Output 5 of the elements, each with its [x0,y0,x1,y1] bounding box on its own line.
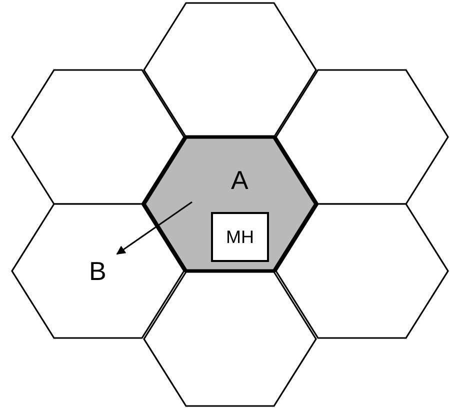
label-box [211,212,269,262]
cell-label: A [231,167,248,193]
cell-label: B [89,258,106,284]
box-label: MH [226,226,254,248]
arrow [116,201,192,255]
